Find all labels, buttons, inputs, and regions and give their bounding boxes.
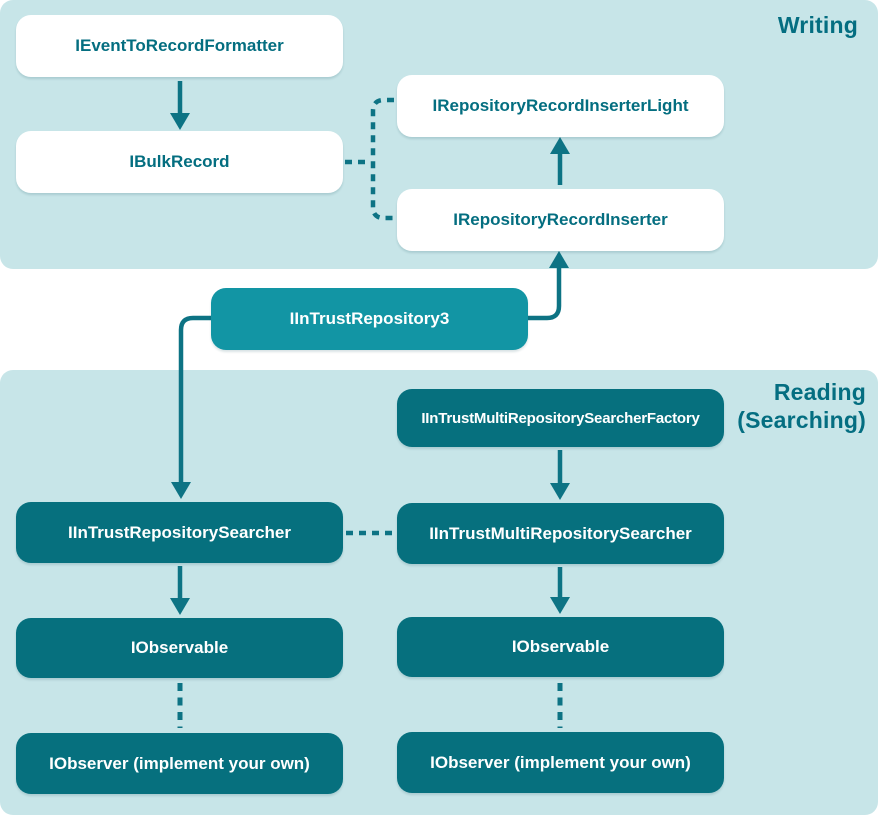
node-iobserver-right: IObserver (implement your own) <box>397 732 724 793</box>
reading-section-title: Reading (Searching) <box>737 378 866 434</box>
node-iobserver-left: IObserver (implement your own) <box>16 733 343 794</box>
node-irepositoryrecordinserterlight: IRepositoryRecordInserterLight <box>397 75 724 137</box>
node-iobservable-right: IObservable <box>397 617 724 677</box>
writing-section-title: Writing <box>777 12 858 38</box>
node-iintrustmultirepositorysearcher: IInTrustMultiRepositorySearcher <box>397 503 724 564</box>
node-iintrustrepositorysearcher: IInTrustRepositorySearcher <box>16 502 343 563</box>
reading-title-line1: Reading <box>773 379 866 405</box>
node-iintrustrepository3: IInTrustRepository3 <box>211 288 528 350</box>
node-ieventtorecordformatter: IEventToRecordFormatter <box>16 15 343 77</box>
node-irepositoryrecordinserter: IRepositoryRecordInserter <box>397 189 724 251</box>
node-iintrustmultirepositorysearcherfactory: IInTrustMultiRepositorySearcherFactory <box>397 389 724 447</box>
node-iobservable-left: IObservable <box>16 618 343 678</box>
node-ibulkrecord: IBulkRecord <box>16 131 343 193</box>
reading-title-line2: (Searching) <box>737 407 866 433</box>
